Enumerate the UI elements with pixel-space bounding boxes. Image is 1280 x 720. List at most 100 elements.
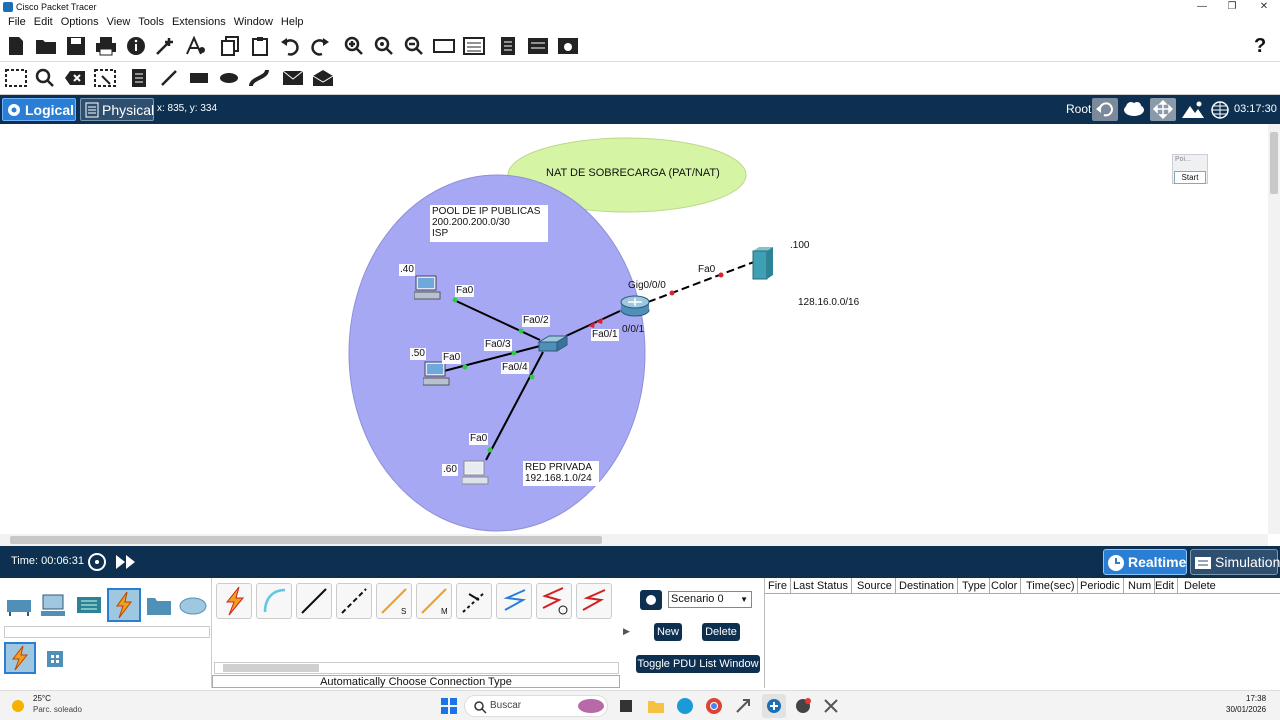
col-delete[interactable]: Delete — [1184, 580, 1216, 592]
delete-scenario-button[interactable]: Delete — [702, 623, 740, 641]
app-notification-icon[interactable] — [794, 697, 812, 715]
menu-view[interactable]: View — [106, 16, 131, 28]
cluster-cloud-button[interactable] — [1121, 98, 1147, 121]
col-fire[interactable]: Fire — [765, 578, 791, 594]
set-background-button[interactable] — [1180, 98, 1206, 121]
fast-forward-button[interactable] — [113, 551, 139, 573]
link-pc60-switch[interactable] — [485, 351, 544, 461]
power-cycle-button[interactable] — [86, 551, 108, 573]
connections-scrollbar[interactable] — [214, 662, 619, 674]
col-source[interactable]: Source — [854, 578, 896, 594]
copper-straight-option[interactable] — [296, 583, 332, 619]
menu-help[interactable]: Help — [280, 16, 304, 28]
col-periodic[interactable]: Periodic — [1077, 578, 1124, 594]
nat-title-label[interactable]: NAT DE SOBRECARGA (PAT/NAT) — [545, 167, 721, 179]
redo-icon[interactable] — [308, 35, 332, 57]
undo-icon[interactable] — [278, 35, 302, 57]
tab-logical[interactable]: Logical — [2, 98, 76, 121]
taskbar-search-box[interactable]: Buscar — [464, 695, 608, 717]
note-icon[interactable] — [127, 67, 151, 89]
miscellaneous-icon[interactable] — [144, 590, 174, 620]
weather-temp[interactable]: 25°C — [33, 694, 51, 703]
text-file-icon[interactable] — [496, 35, 520, 57]
fiber-option[interactable]: S — [376, 583, 412, 619]
back-button[interactable] — [1092, 98, 1118, 121]
camera-icon[interactable] — [556, 35, 580, 57]
connections-scroll-thumb[interactable] — [223, 664, 319, 672]
custom-device-icon[interactable] — [184, 35, 208, 57]
start-button[interactable]: Start — [1174, 171, 1206, 184]
taskbar-date[interactable]: 30/01/2026 — [1226, 705, 1267, 714]
menu-edit[interactable]: Edit — [33, 16, 53, 28]
app-tool-icon[interactable] — [734, 697, 752, 715]
draw-line-icon[interactable] — [157, 67, 181, 89]
link-pc40-switch[interactable] — [453, 299, 541, 341]
switch-icon[interactable] — [537, 334, 569, 354]
horizontal-scrollbar[interactable] — [0, 534, 1268, 546]
tab-physical[interactable]: Physical — [80, 98, 154, 121]
new-file-icon[interactable] — [4, 35, 28, 57]
zoom-in-icon[interactable] — [342, 35, 366, 57]
serial-dte-option[interactable] — [536, 583, 572, 619]
close-button[interactable]: ✕ — [1259, 1, 1269, 12]
move-object-button[interactable] — [1150, 98, 1176, 121]
network-devices-icon[interactable] — [4, 590, 34, 620]
paste-icon[interactable] — [248, 35, 272, 57]
print-icon[interactable] — [94, 35, 118, 57]
add-simple-pdu-icon[interactable] — [281, 67, 305, 89]
select-icon[interactable] — [4, 67, 28, 89]
link-pc50-switch[interactable] — [443, 345, 541, 372]
new-scenario-button[interactable]: New — [654, 623, 682, 641]
network-info-icon[interactable] — [526, 35, 550, 57]
zoom-out-icon[interactable] — [402, 35, 426, 57]
logical-workspace[interactable]: NAT DE SOBRECARGA (PAT/NAT) POOL DE IP P… — [0, 124, 1268, 534]
custom-devices-dialog-icon[interactable] — [462, 35, 486, 57]
connections-category[interactable] — [107, 588, 141, 622]
resize-icon[interactable] — [93, 67, 117, 89]
col-edit[interactable]: Edit — [1152, 578, 1178, 594]
root-label[interactable]: Root — [1066, 102, 1092, 116]
task-view-icon[interactable] — [617, 697, 635, 715]
serial-dce-option[interactable] — [496, 583, 532, 619]
coaxial-option[interactable] — [456, 583, 492, 619]
vertical-scroll-thumb[interactable] — [1270, 132, 1278, 194]
phone-option[interactable]: M — [416, 583, 452, 619]
col-type[interactable]: Type — [959, 578, 990, 594]
multiuser-icon[interactable] — [178, 590, 208, 620]
pc-60-icon[interactable] — [462, 460, 490, 486]
col-last-status[interactable]: Last Status — [790, 578, 853, 594]
maximize-button[interactable]: ❐ — [1227, 1, 1237, 12]
windows-start-icon[interactable] — [440, 697, 458, 715]
pdu-indicator-button[interactable] — [640, 590, 662, 610]
router-icon[interactable] — [619, 294, 651, 318]
minimize-button[interactable]: — — [1197, 1, 1207, 12]
link-router-server[interactable] — [647, 261, 755, 303]
taskbar-time[interactable]: 17:38 — [1246, 694, 1267, 703]
connection-subtype-auto[interactable] — [4, 642, 36, 674]
viewport-button[interactable] — [1209, 98, 1231, 121]
add-complex-pdu-icon[interactable] — [311, 67, 335, 89]
pc-50-icon[interactable] — [423, 361, 451, 387]
copper-cross-option[interactable] — [336, 583, 372, 619]
draw-ellipse-icon[interactable] — [217, 67, 241, 89]
grid-icon[interactable] — [46, 650, 64, 668]
col-num[interactable]: Num — [1125, 578, 1156, 594]
console-option[interactable] — [256, 583, 292, 619]
draw-rectangle-icon[interactable] — [187, 67, 211, 89]
pc-40-icon[interactable] — [414, 275, 442, 301]
realtime-mode-button[interactable]: Realtime — [1103, 549, 1187, 575]
simulation-mode-button[interactable]: Simulation — [1190, 549, 1280, 575]
panel-splitter-arrow[interactable]: ▶ — [623, 626, 630, 636]
col-time[interactable]: Time(sec) — [1023, 578, 1079, 594]
menu-tools[interactable]: Tools — [138, 16, 164, 28]
menu-file[interactable]: File — [8, 16, 26, 28]
file-explorer-icon[interactable] — [647, 697, 665, 715]
server-icon[interactable] — [751, 245, 775, 281]
save-icon[interactable] — [64, 35, 88, 57]
vertical-scrollbar[interactable] — [1268, 124, 1280, 534]
end-devices-icon[interactable] — [39, 590, 69, 620]
menu-extensions[interactable]: Extensions — [171, 16, 226, 28]
open-folder-icon[interactable] — [34, 35, 58, 57]
components-icon[interactable] — [74, 590, 104, 620]
copy-icon[interactable] — [218, 35, 242, 57]
